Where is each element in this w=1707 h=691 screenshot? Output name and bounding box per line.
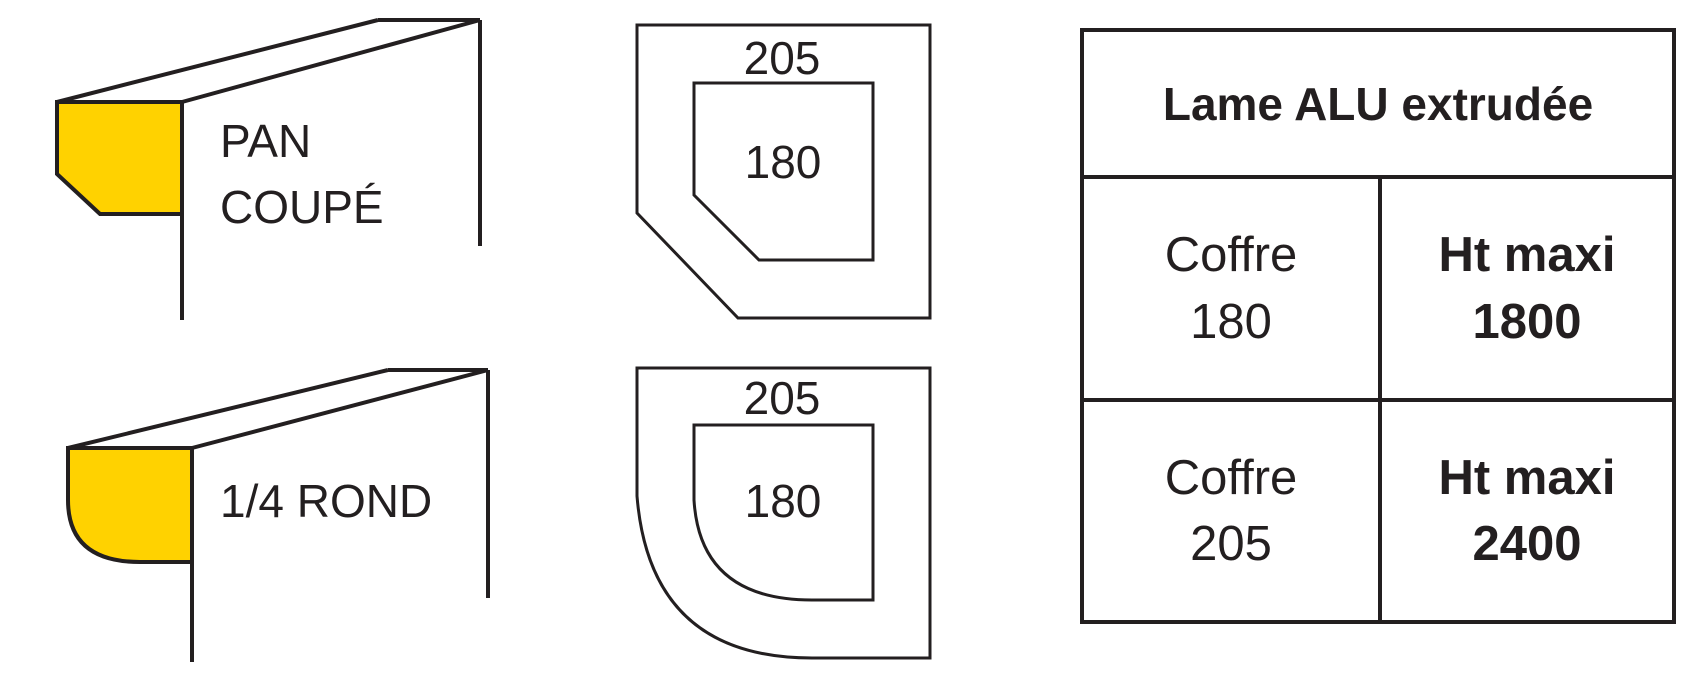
table-cell-height-1: Ht maxi 1800	[1382, 179, 1672, 402]
pan-coupe-section-drawing	[635, 23, 932, 320]
height-value: 2400	[1472, 517, 1582, 571]
quart-rond-section-drawing	[635, 366, 932, 660]
quart-rond-inner-section	[692, 423, 875, 602]
coffre-label: Coffre	[1164, 228, 1298, 283]
pan-coupe-inner-section	[692, 81, 875, 262]
table-cell-coffre-1: Coffre 180	[1084, 179, 1382, 402]
table-cell-height-2: Ht maxi 2400	[1382, 402, 1672, 620]
coffre-value: 205	[1190, 517, 1272, 571]
profile-label-quart-rond: 1/4 ROND	[220, 475, 433, 527]
table-cell-coffre-2: Coffre 205	[1084, 402, 1382, 620]
pan-coupe-outer-section	[635, 23, 932, 320]
pan-coupe-end-face	[55, 100, 184, 216]
quart-rond-top-back-edge	[67, 368, 389, 450]
table-title: Lame ALU extrudée	[1084, 32, 1672, 179]
quart-rond-box-drawing	[66, 368, 490, 662]
coffre-value: 180	[1190, 294, 1272, 349]
spec-table: Lame ALU extrudée Coffre 180 Ht maxi 180…	[1080, 28, 1676, 624]
pan-coupe-inner-dimension: 180	[744, 136, 822, 188]
quart-rond-inner-dimension: 180	[744, 475, 822, 527]
pan-coupe-box-drawing	[55, 18, 482, 320]
height-value: 1800	[1472, 294, 1582, 349]
pan-coupe-top-back-edge	[56, 18, 379, 104]
height-label: Ht maxi	[1438, 450, 1616, 505]
pan-coupe-outer-dimension: 205	[743, 32, 821, 84]
coffre-label: Coffre	[1164, 450, 1298, 505]
quart-rond-top-front-edge	[191, 368, 489, 450]
quart-rond-outer-section	[635, 366, 932, 660]
profile-label-pan-coupe-line-2: COUPÉ	[220, 181, 384, 233]
height-label: Ht maxi	[1438, 228, 1616, 283]
quart-rond-outer-dimension: 205	[743, 372, 821, 424]
quart-rond-end-face	[66, 446, 194, 564]
pan-coupe-top-front-edge	[181, 18, 481, 104]
profile-label-pan-coupe-line-1: PAN	[220, 115, 312, 167]
